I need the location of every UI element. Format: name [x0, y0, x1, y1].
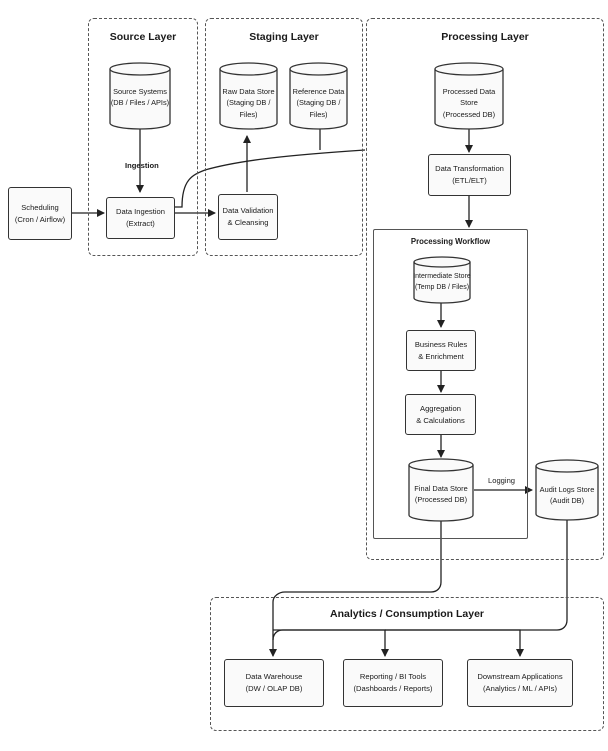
processing-layer: Processing Layer — [366, 18, 604, 560]
data-transformation-node: Data Transformation (ETL/ELT) — [428, 154, 511, 196]
reference-data-sublabel: (Staging DB / Files) — [296, 98, 341, 119]
analytics-layer-title: Analytics / Consumption Layer — [329, 608, 485, 620]
processing-layer-title: Processing Layer — [441, 31, 529, 43]
ingestion-edge-label: Ingestion — [125, 161, 159, 170]
source-systems-db: Source Systems (DB / Files / APIs) — [109, 62, 171, 130]
data-warehouse-label: Data Warehouse — [245, 672, 303, 682]
data-ingestion-sublabel: (Extract) — [126, 219, 155, 228]
final-data-store-db: Final Data Store (Processed DB) — [408, 458, 474, 522]
downstream-apps-label: Downstream Applications — [477, 672, 563, 682]
source-layer-title: Source Layer — [109, 31, 177, 43]
final-data-store-label: Final Data Store — [414, 484, 468, 493]
processed-data-store-db: Processed Data Store (Processed DB) — [434, 62, 504, 130]
processed-data-store-sublabel: (Processed DB) — [442, 109, 496, 119]
edge-audit-to-analytics — [272, 520, 568, 641]
raw-data-store-label: Raw Data Store — [222, 87, 275, 96]
aggregation-node: Aggregation & Calculations — [405, 394, 476, 435]
edge-final-to-analytics — [272, 520, 442, 603]
reporting-label: Reporting / BI Tools — [359, 672, 427, 682]
source-systems-label: Source Systems — [113, 87, 167, 96]
staging-layer-title: Staging Layer — [249, 31, 319, 43]
raw-data-store-db: Raw Data Store (Staging DB / Files) — [219, 62, 278, 130]
scheduling-sublabel: (Cron / Airflow) — [14, 214, 66, 224]
source-layer: Source Layer — [88, 18, 198, 256]
intermediate-store-sublabel: (Temp DB / Files) — [414, 283, 470, 291]
logging-edge-label: Logging — [488, 476, 516, 485]
final-data-store-sublabel: (Processed DB) — [414, 495, 468, 505]
data-ingestion-node: Data Ingestion (Extract) — [106, 197, 175, 239]
processed-data-store-label: Processed Data Store — [442, 87, 496, 108]
audit-logs-store-sublabel: (Audit DB) — [549, 496, 585, 506]
data-warehouse-sublabel: (DW / OLAP DB) — [245, 684, 303, 693]
data-transformation-sublabel: (ETL/ELT) — [452, 176, 487, 185]
aggregation-label: Aggregation — [420, 403, 461, 413]
intermediate-store-label: Intermediate Store — [413, 273, 471, 280]
downstream-apps-node: Downstream Applications (Analytics / ML … — [467, 659, 573, 707]
data-validation-label: Data Validation — [222, 206, 274, 216]
data-ingestion-label: Data Ingestion — [116, 207, 165, 217]
data-transformation-label: Data Transformation — [435, 164, 504, 174]
source-systems-sublabel: (DB / Files / APIs) — [110, 98, 170, 108]
edge-ingestion-curve — [175, 149, 366, 208]
processing-workflow-title: Processing Workflow — [410, 237, 491, 246]
data-warehouse-node: Data Warehouse (DW / OLAP DB) — [224, 659, 324, 707]
business-rules-node: Business Rules & Enrichment — [406, 330, 476, 371]
scheduling-node: Scheduling (Cron / Airflow) — [8, 187, 72, 240]
raw-data-store-sublabel: (Staging DB / Files) — [226, 98, 271, 119]
reference-data-label: Reference Data — [292, 87, 345, 96]
reporting-sublabel: (Dashboards / Reports) — [353, 684, 433, 693]
scheduling-label: Scheduling — [21, 202, 59, 212]
staging-layer: Staging Layer — [205, 18, 363, 256]
reference-data-db: Reference Data (Staging DB / Files) — [289, 62, 348, 130]
data-validation-sublabel: & Cleansing — [227, 218, 269, 227]
edge-bus-to-downstream — [385, 629, 524, 657]
intermediate-store-db: Intermediate Store (Temp DB / Files) — [413, 256, 471, 304]
audit-logs-store-db: Audit Logs Store (Audit DB) — [535, 459, 599, 521]
business-rules-sublabel: & Enrichment — [418, 351, 464, 361]
reporting-node: Reporting / BI Tools (Dashboards / Repor… — [343, 659, 443, 707]
processing-workflow-container: Processing Workflow — [373, 229, 528, 539]
business-rules-label: Business Rules — [414, 339, 468, 349]
audit-logs-store-label: Audit Logs Store — [539, 485, 595, 494]
aggregation-sublabel: & Calculations — [416, 415, 465, 425]
downstream-apps-sublabel: (Analytics / ML / APIs) — [483, 684, 557, 693]
data-validation-node: Data Validation & Cleansing — [218, 194, 278, 240]
analytics-layer: Analytics / Consumption Layer — [210, 597, 604, 731]
